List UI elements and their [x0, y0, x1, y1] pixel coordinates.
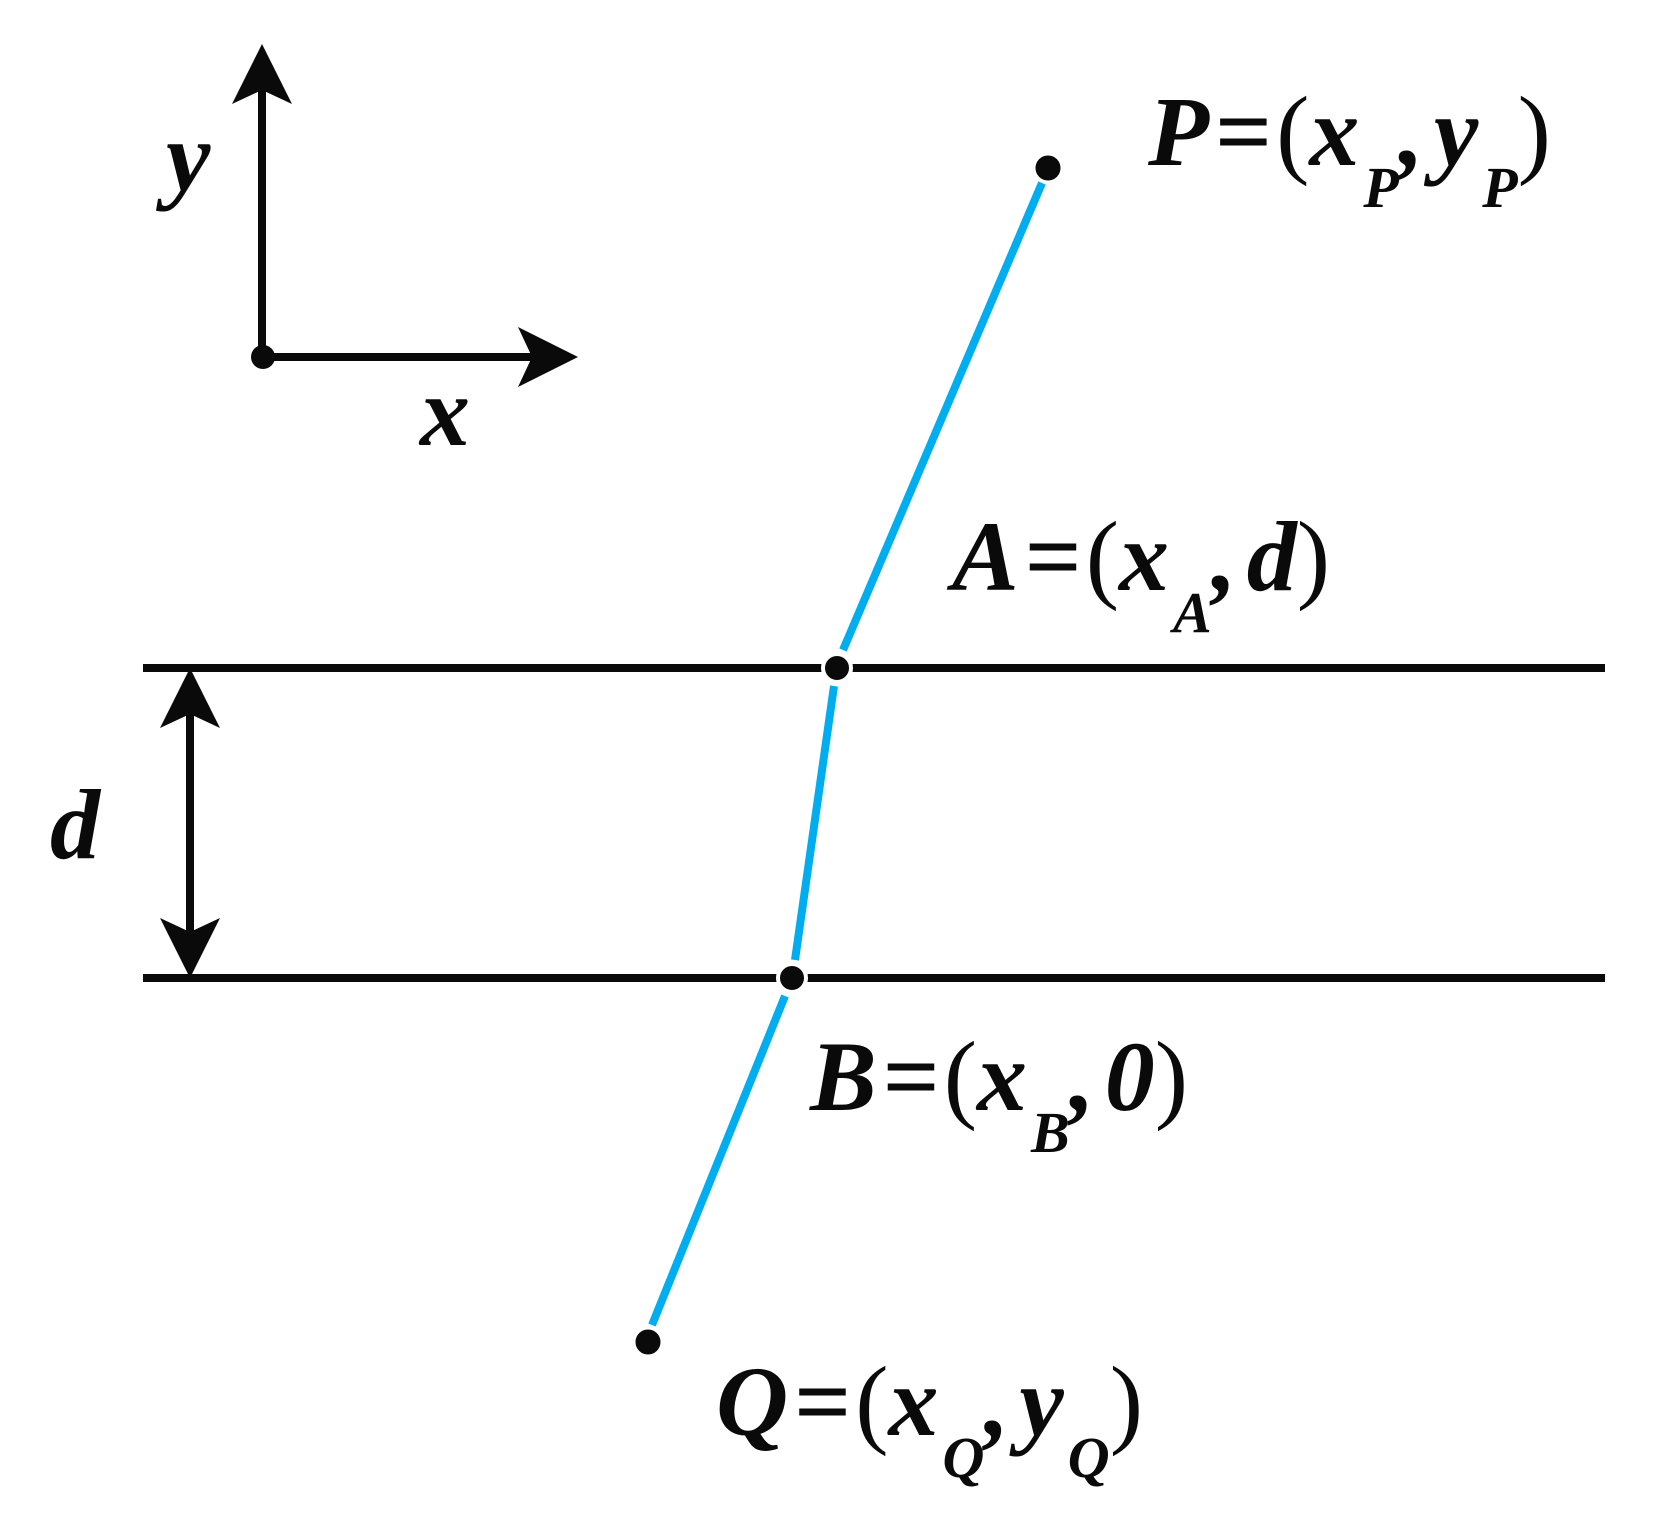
refracted-path: [648, 181, 1046, 1327]
point-B: [776, 962, 808, 994]
label-B: B=(xB,0): [809, 1021, 1188, 1165]
label-Q: Q=(xQ,yQ): [716, 1346, 1143, 1490]
y-axis-label: y: [155, 101, 211, 212]
point-P: [1032, 152, 1064, 184]
path-segment-PA: [839, 181, 1046, 652]
origin-dot: [251, 345, 275, 369]
points: [632, 152, 1064, 1358]
strip-width-dimension: d: [50, 668, 220, 978]
label-P: P=(xP,yP): [1147, 76, 1551, 220]
path-segment-BQ: [648, 994, 789, 1327]
path-segment-AB: [791, 685, 838, 961]
strip-width-label: d: [50, 769, 102, 880]
label-A: A=(xA,d): [946, 501, 1330, 645]
axes-indicator: y x: [155, 44, 578, 467]
x-axis-label: x: [418, 356, 470, 467]
point-Q: [632, 1326, 664, 1358]
point-A: [821, 652, 853, 684]
